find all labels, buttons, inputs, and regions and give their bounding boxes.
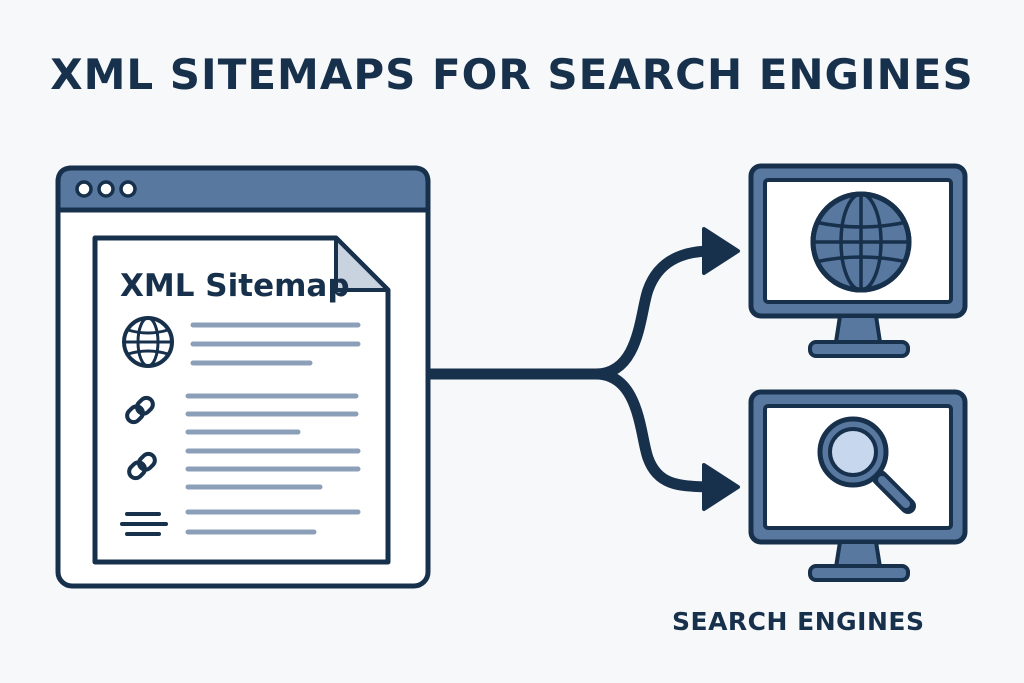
window-dot-icon [119,180,137,198]
window-dot-icon [75,180,93,198]
branch-up-line [590,245,714,380]
sitemap-entry [120,509,361,536]
monitor-base [808,564,910,582]
sitemap-entry [124,448,361,490]
window-dot-icon [97,180,115,198]
monitor-base [808,340,910,358]
connector-arrows [428,227,740,511]
page-title: XML SITEMAPS FOR SEARCH ENGINES [50,50,974,99]
search-engine-monitor [748,163,968,358]
sitemap-label: XML Sitemap [120,268,350,304]
monitor-stand [834,314,882,344]
list-icon [120,512,168,536]
page-corner-fold [334,236,390,292]
search-engine-monitor [748,389,968,582]
magnifier-icon [817,416,916,514]
branch-down-line [590,368,714,493]
globe-icon [810,191,912,293]
sitemap-entry [122,393,359,435]
monitor-stand [834,540,882,569]
search-engines-label: SEARCH ENGINES [672,607,924,636]
globe-icon [122,316,174,368]
arrow-head-icon [702,463,740,511]
sitemap-entry [122,316,361,368]
arrow-head-icon [702,227,740,275]
sitemap-document: XML Sitemap [92,235,391,565]
